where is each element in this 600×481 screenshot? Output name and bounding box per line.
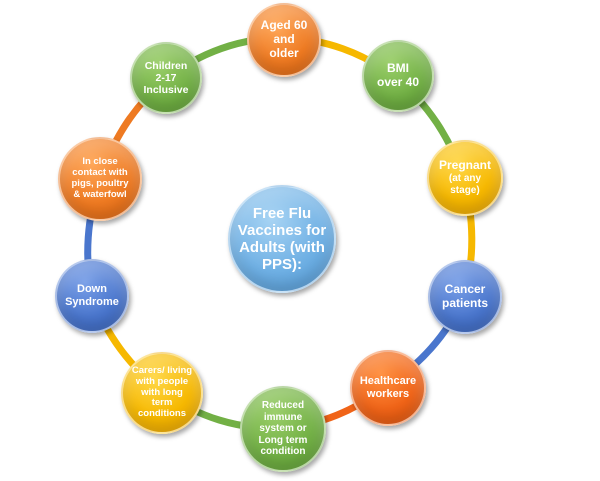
node-cancer-patients: Cancer patients: [428, 260, 502, 334]
node-down-syndrome: Down Syndrome: [55, 259, 129, 333]
center-node: Free Flu Vaccines for Adults (with PPS):: [228, 185, 336, 293]
node-label: Children 2-17 Inclusive: [143, 59, 189, 97]
node-healthcare-workers: Healthcare workers: [350, 350, 426, 426]
node-close-contact: In close contact with pigs, poultry & wa…: [58, 137, 142, 221]
node-pregnant: Pregnant (at any stage): [427, 140, 503, 216]
node-label: Reduced immune system or Long term condi…: [258, 400, 308, 458]
node-label: In close contact with pigs, poultry & wa…: [71, 156, 129, 200]
node-label: Cancer patients: [441, 282, 488, 310]
node-label: Healthcare workers: [359, 375, 417, 400]
node-reduced-immune: Reduced immune system or Long term condi…: [240, 386, 326, 472]
node-children: Children 2-17 Inclusive: [130, 42, 202, 114]
node-label: Down Syndrome: [65, 283, 119, 308]
node-label: Pregnant (at any stage): [435, 158, 495, 197]
node-label-main: Pregnant: [438, 158, 491, 173]
node-label: Aged 60 and older: [260, 18, 308, 60]
node-bmi-over-40: BMI over 40: [362, 40, 434, 112]
node-aged-60: Aged 60 and older: [247, 3, 321, 77]
node-label: BMI over 40: [376, 61, 420, 89]
node-carers: Carers/ living with people with long ter…: [121, 352, 203, 434]
node-label: Carers/ living with people with long ter…: [131, 364, 193, 420]
center-label: Free Flu Vaccines for Adults (with PPS):: [237, 204, 327, 274]
node-label-sub: (at any stage): [448, 172, 482, 196]
